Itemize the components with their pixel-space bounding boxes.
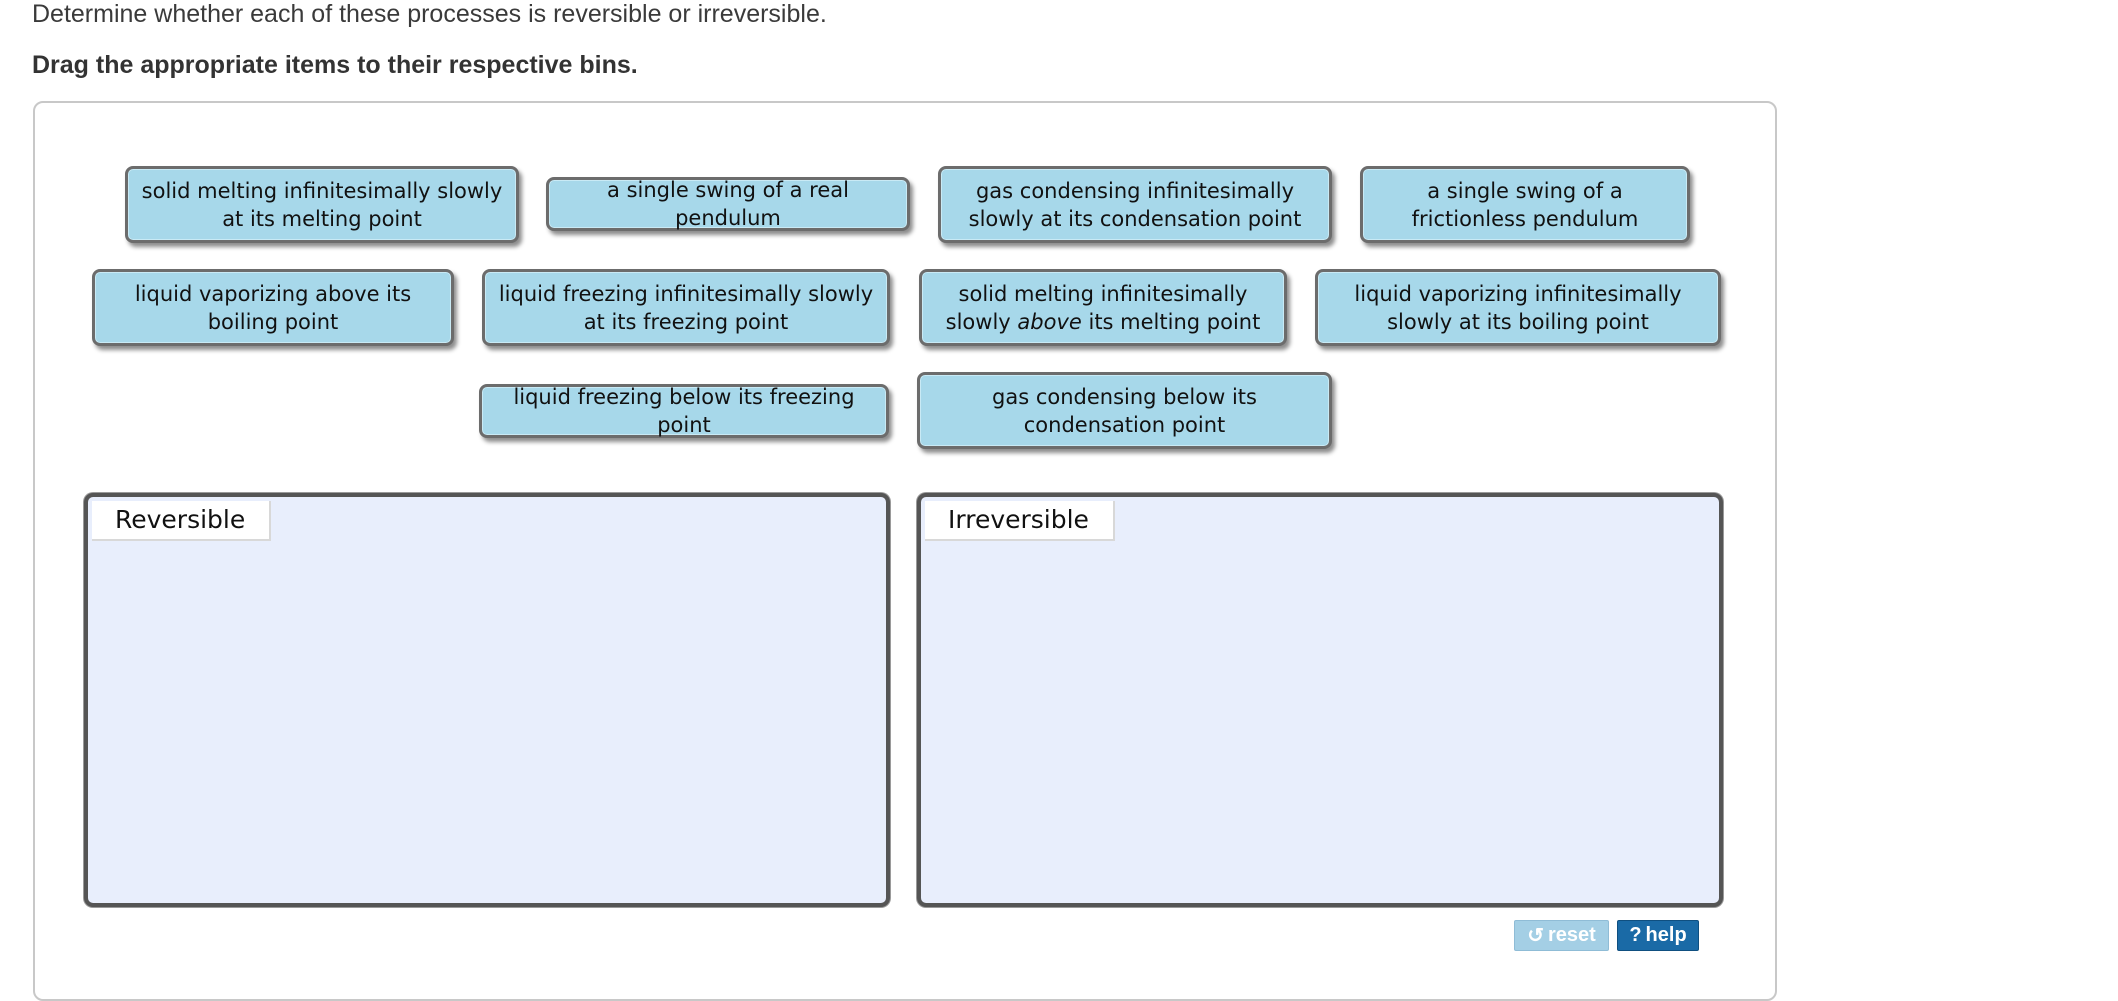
- reversible-bin-label: Reversible: [92, 501, 272, 541]
- item-text: solid melting infinitesimally slowly: [945, 281, 1248, 334]
- drag-item-real-pendulum[interactable]: a single swing of a real pendulum: [546, 177, 910, 231]
- help-button[interactable]: ? help: [1617, 920, 1699, 951]
- reset-button-label: reset: [1547, 924, 1596, 946]
- drag-item-gas-condensing-below[interactable]: gas condensing below its condensation po…: [917, 372, 1332, 449]
- item-text: solid melting infinitesimally slowly at …: [141, 178, 503, 231]
- question-mark-icon: ?: [1629, 924, 1642, 946]
- item-text: liquid freezing below its freezing point: [513, 385, 855, 437]
- item-text: liquid vaporizing infinitesimally slowly…: [1354, 281, 1682, 334]
- irreversible-bin-label: Irreversible: [925, 501, 1115, 541]
- item-text-end: its melting point: [1081, 309, 1261, 334]
- drag-item-frictionless-pendulum[interactable]: a single swing of a frictionless pendulu…: [1360, 166, 1690, 243]
- drag-item-liquid-freezing-slowly[interactable]: liquid freezing infinitesimally slowly a…: [482, 269, 890, 346]
- item-text: gas condensing infinitesimally slowly at…: [968, 178, 1302, 231]
- irreversible-bin[interactable]: Irreversible: [917, 493, 1723, 907]
- drag-item-liquid-vaporizing-slowly[interactable]: liquid vaporizing infinitesimally slowly…: [1315, 269, 1721, 346]
- item-text: liquid vaporizing above its boiling poin…: [134, 281, 412, 334]
- item-emphasis: above: [1017, 309, 1082, 334]
- help-button-label: help: [1645, 924, 1687, 946]
- drag-item-liquid-vaporizing-above[interactable]: liquid vaporizing above its boiling poin…: [92, 269, 454, 346]
- item-text: liquid freezing infinitesimally slowly a…: [498, 281, 874, 334]
- drag-instruction: Drag the appropriate items to their resp…: [32, 51, 638, 79]
- drag-item-solid-melting-slowly[interactable]: solid melting infinitesimally slowly at …: [125, 166, 519, 243]
- reset-button[interactable]: ↺ reset: [1514, 920, 1609, 951]
- drag-item-solid-melting-above[interactable]: solid melting infinitesimally slowly abo…: [919, 269, 1287, 346]
- drag-item-gas-condensing-slowly[interactable]: gas condensing infinitesimally slowly at…: [938, 166, 1332, 243]
- item-text: gas condensing below its condensation po…: [992, 384, 1257, 437]
- item-text: a single swing of a frictionless pendulu…: [1411, 178, 1639, 231]
- reset-icon: ↺: [1527, 925, 1544, 947]
- question-prompt: Determine whether each of these processe…: [32, 0, 827, 28]
- reversible-bin[interactable]: Reversible: [84, 493, 890, 907]
- drag-item-liquid-freezing-below[interactable]: liquid freezing below its freezing point: [479, 384, 889, 438]
- item-text: a single swing of a real pendulum: [607, 178, 849, 230]
